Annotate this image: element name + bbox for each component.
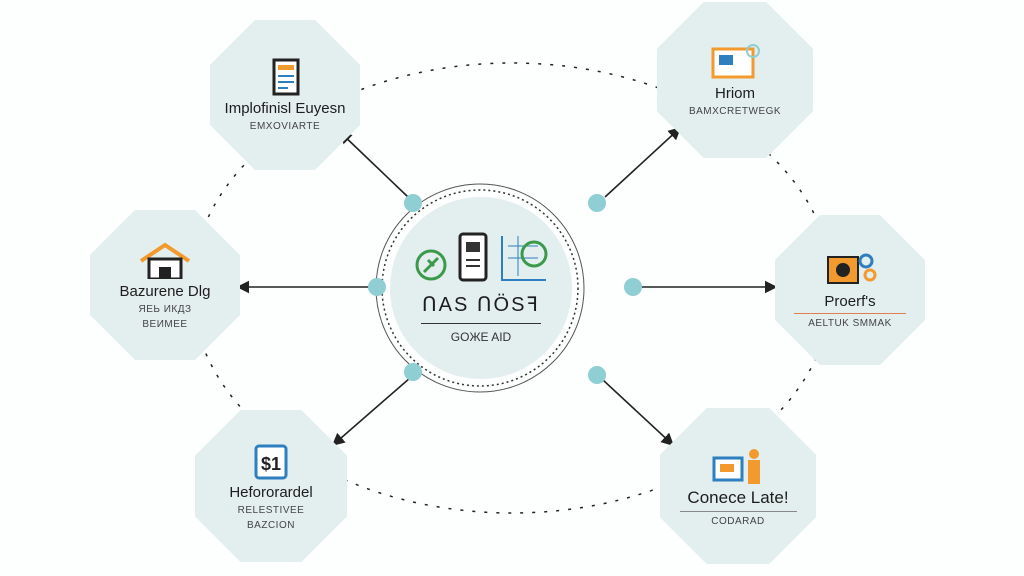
arrow-bottom-right — [602, 379, 675, 447]
monitor-icon — [711, 44, 760, 79]
node-right[interactable]: Proerf's AELTUK SMMAK — [775, 215, 925, 365]
center-title: ՈАЅ ՈÖЅꟻ — [422, 294, 540, 316]
node-title: Proerf's — [824, 293, 876, 310]
node-title: Hriom — [715, 85, 755, 102]
node-subtitle-2: BAZCION — [247, 519, 295, 531]
chart-icon — [501, 236, 548, 281]
phone-icon — [458, 232, 488, 282]
node-title: Implofinisl Euyesn — [224, 100, 346, 117]
center-hub: ՈАЅ ՈÖЅꟻ GOЖE AID — [390, 197, 572, 379]
node-subtitle: ЯЕЬ ИКДЗ — [138, 303, 192, 315]
divider — [421, 323, 541, 324]
document-icon — [272, 58, 300, 96]
node-title: Conece Late! — [687, 487, 789, 507]
node-subtitle: AELTUK SMMAK — [808, 318, 892, 329]
node-top-right[interactable]: Hriom BAMXCRETWEGK — [657, 2, 813, 158]
node-subtitle: CODARAD — [711, 515, 765, 527]
divider — [793, 313, 907, 314]
node-subtitle: EMXOVIARTE — [249, 121, 321, 132]
node-title: Hefororardel — [229, 483, 313, 501]
arrow-top-left — [338, 130, 409, 198]
arrow-bottom-left — [331, 377, 411, 447]
dollar-clipboard-icon: $1 — [254, 444, 288, 479]
arrow-top-right — [604, 126, 682, 198]
person-board-icon — [712, 448, 760, 484]
node-subtitle: RELESTIVEE — [237, 504, 305, 516]
node-title: Bazurene Dlg — [119, 282, 211, 300]
divider — [679, 510, 797, 512]
center-subtitle: GOЖE AID — [450, 330, 512, 344]
house-icon — [139, 242, 191, 279]
svg-text:$1: $1 — [261, 454, 281, 474]
node-top-left[interactable]: Implofinisl Euyesn EMXOVIARTE — [210, 20, 360, 170]
leaf-icon — [415, 249, 447, 281]
gear-laptop-icon — [827, 253, 877, 284]
node-subtitle: BAMXCRETWEGK — [688, 106, 782, 117]
node-left[interactable]: Bazurene Dlg ЯЕЬ ИКДЗ BЕИМЕЕ — [90, 210, 240, 360]
node-subtitle-2: BЕИМЕЕ — [142, 318, 188, 330]
node-bottom-right[interactable]: Conece Late! CODARAD — [660, 408, 816, 564]
node-bottom-left[interactable]: $1 Hefororardel RELESTIVEE BAZCION — [195, 410, 347, 562]
